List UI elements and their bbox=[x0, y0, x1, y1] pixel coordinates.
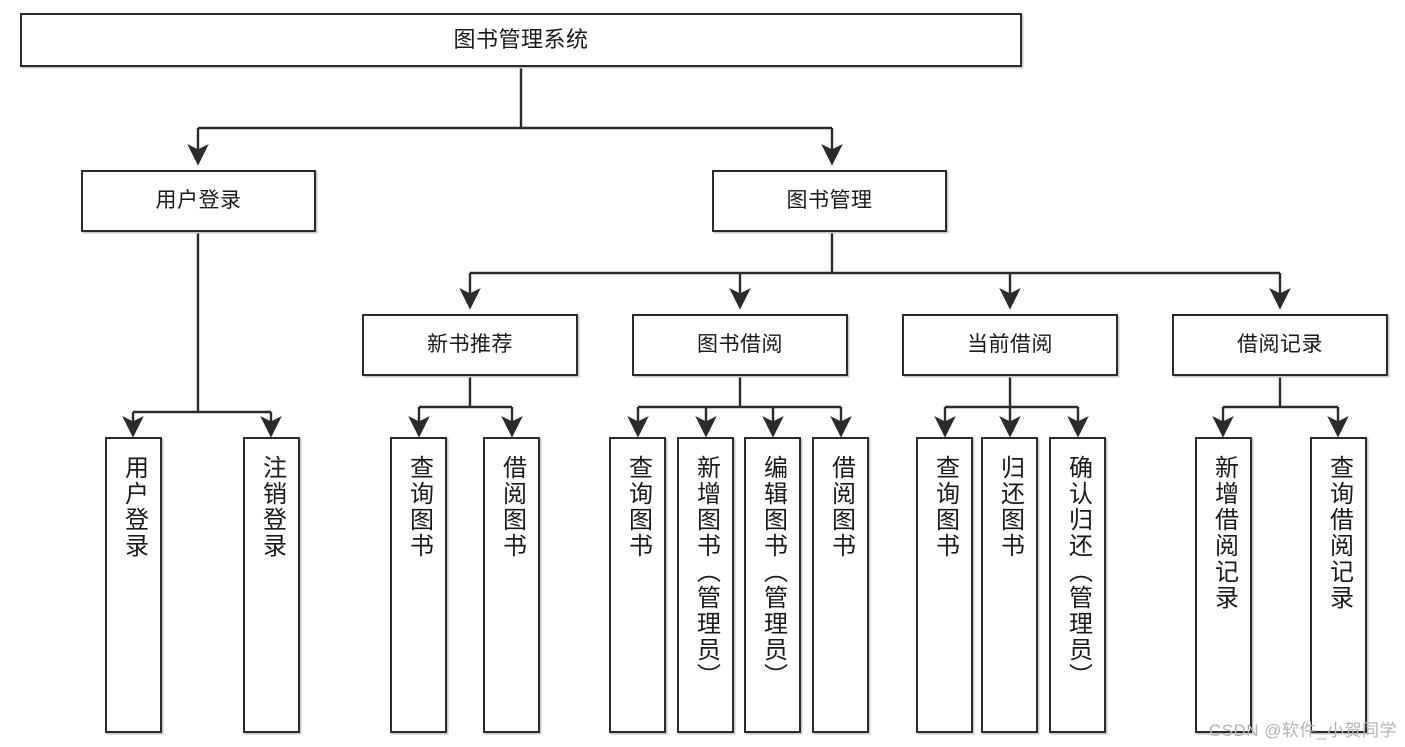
leaf-user-login-logout[interactable]: 注销登录 bbox=[243, 437, 300, 733]
node-borrow-records[interactable]: 借阅记录 bbox=[1172, 314, 1388, 376]
leaf-book-borrow-query-books[interactable]: 查询图书 bbox=[609, 437, 666, 733]
node-label: 图书管理系统 bbox=[453, 26, 589, 52]
node-label: 新书推荐 bbox=[427, 333, 513, 357]
csdn-watermark: CSDN @软件_小贺同学 bbox=[1208, 721, 1397, 740]
leaf-current-borrow-return-books[interactable]: 归还图书 bbox=[981, 437, 1038, 733]
node-label: 用户登录 bbox=[120, 455, 148, 559]
leaf-borrow-record-add-record[interactable]: 新增借阅记录 bbox=[1195, 437, 1252, 733]
node-label: 当前借阅 bbox=[967, 333, 1053, 357]
leaf-new-book-query-books[interactable]: 查询图书 bbox=[390, 437, 447, 733]
node-label: 新增借阅记录 bbox=[1210, 455, 1238, 611]
node-book-borrowing[interactable]: 图书借阅 bbox=[632, 314, 848, 376]
node-label: 图书借阅 bbox=[697, 333, 783, 357]
node-label: 查询图书 bbox=[624, 455, 652, 559]
node-label: 查询借阅记录 bbox=[1325, 455, 1353, 611]
leaf-borrow-record-query-record[interactable]: 查询借阅记录 bbox=[1310, 437, 1367, 733]
node-label: 新增图书（管理员） bbox=[692, 455, 720, 689]
node-label: 注销登录 bbox=[258, 455, 286, 559]
node-label: 查询图书 bbox=[405, 455, 433, 559]
node-label: 借阅图书 bbox=[498, 455, 526, 559]
node-new-book-recommendation[interactable]: 新书推荐 bbox=[362, 314, 578, 376]
node-label: 用户登录 bbox=[155, 189, 242, 213]
node-label: 编辑图书（管理员） bbox=[759, 455, 787, 689]
node-label: 确认归还（管理员） bbox=[1064, 455, 1092, 689]
node-label: 借阅图书 bbox=[827, 455, 855, 559]
node-root-book-management-system[interactable]: 图书管理系统 bbox=[20, 13, 1022, 67]
leaf-current-borrow-confirm-return-admin[interactable]: 确认归还（管理员） bbox=[1049, 437, 1106, 733]
leaf-book-borrow-borrow-books[interactable]: 借阅图书 bbox=[812, 437, 869, 733]
leaf-current-borrow-query-books[interactable]: 查询图书 bbox=[916, 437, 973, 733]
node-user-login[interactable]: 用户登录 bbox=[81, 170, 316, 232]
node-label: 图书管理 bbox=[786, 189, 873, 213]
leaf-book-borrow-edit-book-admin[interactable]: 编辑图书（管理员） bbox=[744, 437, 801, 733]
leaf-book-borrow-add-book-admin[interactable]: 新增图书（管理员） bbox=[677, 437, 734, 733]
leaf-new-book-borrow-books[interactable]: 借阅图书 bbox=[483, 437, 540, 733]
leaf-user-login-login[interactable]: 用户登录 bbox=[105, 437, 162, 733]
node-label: 归还图书 bbox=[996, 455, 1024, 559]
node-current-borrowing[interactable]: 当前借阅 bbox=[902, 314, 1118, 376]
node-book-management[interactable]: 图书管理 bbox=[712, 170, 947, 232]
node-label: 借阅记录 bbox=[1237, 333, 1323, 357]
node-label: 查询图书 bbox=[931, 455, 959, 559]
